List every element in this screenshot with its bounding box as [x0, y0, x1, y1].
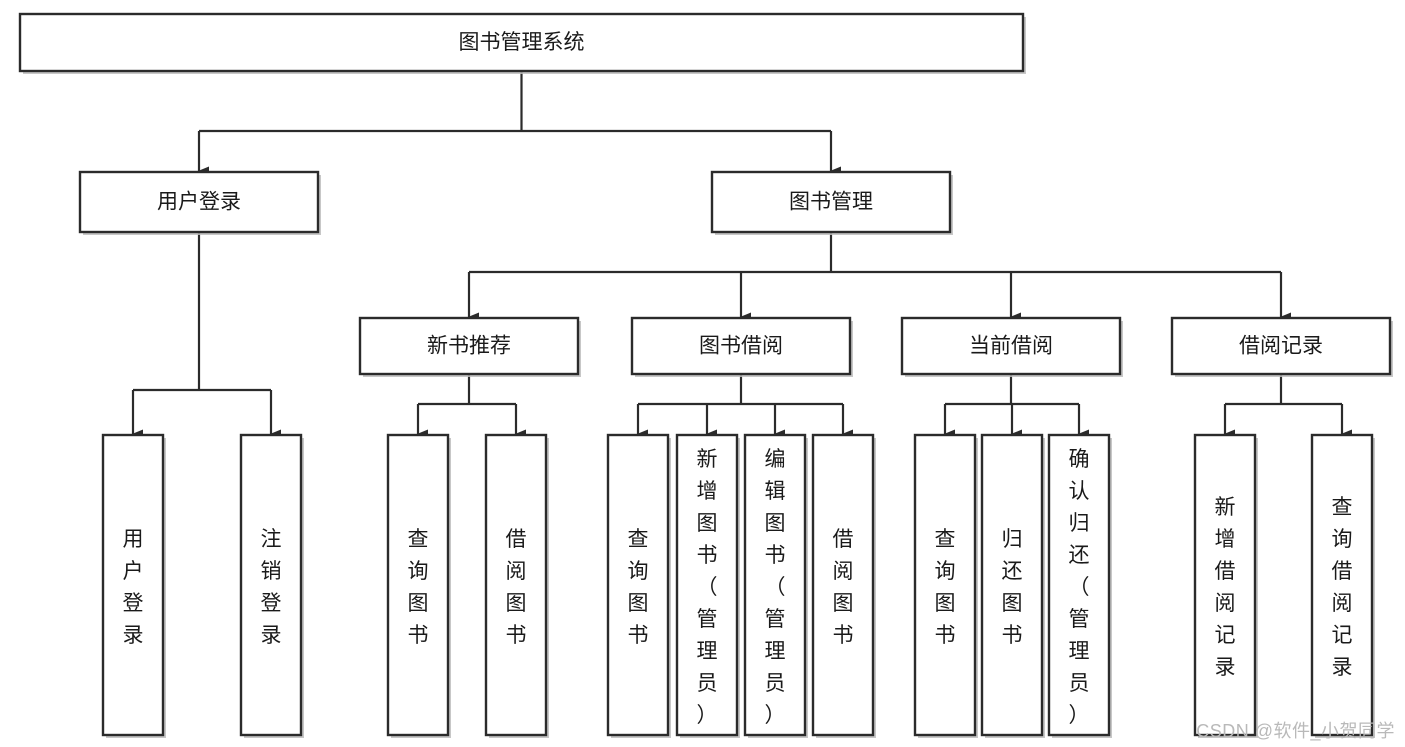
node-label: 当前借阅: [969, 335, 1053, 358]
node-leaf-add-book-admin[interactable]: 新增图书（管理员）: [675, 433, 740, 738]
node-leaf-borrow-book-2[interactable]: 借阅图书: [811, 433, 876, 738]
node-label: 查询图书: [935, 528, 956, 647]
node-leaf-query-book-1[interactable]: 查询图书: [386, 433, 451, 738]
node-root[interactable]: 图书管理系统: [18, 12, 1026, 74]
node-label: 新书推荐: [427, 335, 511, 358]
node-rect[interactable]: [630, 316, 852, 376]
node-rect[interactable]: [1047, 433, 1111, 737]
node-leaf-edit-book-admin[interactable]: 编辑图书（管理员）: [743, 433, 808, 738]
node-label: 借阅图书: [506, 528, 527, 647]
node-leaf-logout-login[interactable]: 注销登录: [239, 433, 304, 738]
node-label: 归还图书: [1002, 528, 1023, 647]
node-label: 借阅图书: [833, 528, 854, 647]
node-rect[interactable]: [811, 433, 875, 737]
node-label: 新增借阅记录: [1215, 496, 1236, 679]
node-leaf-query-book-2[interactable]: 查询图书: [606, 433, 671, 738]
node-rect[interactable]: [675, 433, 739, 737]
node-borrow-record[interactable]: 借阅记录: [1170, 316, 1393, 377]
node-rect[interactable]: [18, 12, 1025, 73]
node-label: 用户登录: [123, 528, 144, 647]
node-leaf-borrow-book-1[interactable]: 借阅图书: [484, 433, 549, 738]
node-rect[interactable]: [900, 316, 1122, 376]
node-label: 注销登录: [261, 528, 282, 647]
node-rect[interactable]: [484, 433, 548, 737]
nodes-layer: 图书管理系统用户登录图书管理新书推荐图书借阅当前借阅借阅记录用户登录注销登录查询…: [18, 12, 1393, 738]
node-leaf-confirm-return-admin[interactable]: 确认归还（管理员）: [1047, 433, 1112, 738]
node-leaf-query-borrow-record[interactable]: 查询借阅记录: [1310, 433, 1375, 738]
node-rect[interactable]: [743, 433, 807, 737]
node-label: 查询图书: [408, 528, 429, 647]
node-label: 图书管理系统: [459, 31, 585, 54]
node-label: 图书借阅: [699, 335, 783, 358]
node-book-management[interactable]: 图书管理: [710, 170, 953, 235]
node-rect[interactable]: [913, 433, 977, 737]
node-rect[interactable]: [386, 433, 450, 737]
node-label: 确认归还（管理员）: [1069, 448, 1090, 727]
node-user-login[interactable]: 用户登录: [78, 170, 321, 235]
node-label: 新增图书（管理员）: [697, 448, 718, 727]
node-rect[interactable]: [239, 433, 303, 737]
node-label: 查询借阅记录: [1332, 496, 1353, 679]
node-rect[interactable]: [1170, 316, 1392, 376]
node-rect[interactable]: [606, 433, 670, 737]
node-rect[interactable]: [1193, 433, 1257, 737]
node-leaf-query-book-3[interactable]: 查询图书: [913, 433, 978, 738]
node-rect[interactable]: [1310, 433, 1374, 737]
node-rect[interactable]: [710, 170, 952, 234]
node-rect[interactable]: [101, 433, 165, 737]
node-leaf-user-login[interactable]: 用户登录: [101, 433, 166, 738]
node-label: 用户登录: [157, 191, 241, 214]
csdn-watermark: CSDN @软件_小贺同学: [1196, 721, 1395, 741]
node-rect[interactable]: [78, 170, 320, 234]
node-label: 图书管理: [789, 191, 873, 214]
node-leaf-return-book[interactable]: 归还图书: [980, 433, 1045, 738]
node-label: 编辑图书（管理员）: [765, 448, 786, 727]
node-rect[interactable]: [358, 316, 580, 376]
node-leaf-add-borrow-record[interactable]: 新增借阅记录: [1193, 433, 1258, 738]
node-label: 查询图书: [628, 528, 649, 647]
node-label: 借阅记录: [1239, 335, 1323, 358]
node-current-borrow[interactable]: 当前借阅: [900, 316, 1123, 377]
edges-layer: [131, 71, 1352, 439]
node-book-borrow[interactable]: 图书借阅: [630, 316, 853, 377]
node-new-book-recommend[interactable]: 新书推荐: [358, 316, 581, 377]
node-rect[interactable]: [980, 433, 1044, 737]
